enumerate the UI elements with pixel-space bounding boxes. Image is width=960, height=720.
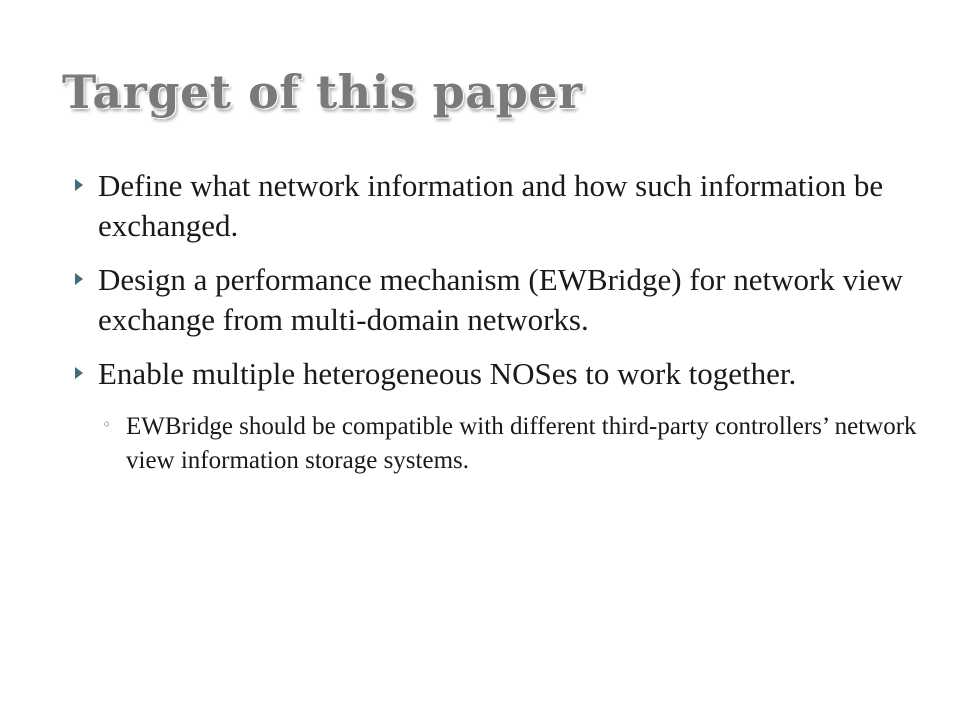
sub-bullet-list: ◦ EWBridge should be compatible with dif…: [98, 410, 920, 478]
bullet-item: Define what network information and how …: [70, 166, 920, 246]
sub-bullet-text: EWBridge should be compatible with diffe…: [126, 413, 917, 474]
triangle-right-icon: [75, 179, 83, 191]
bullet-text: Define what network information and how …: [98, 168, 884, 243]
bullet-text: Enable multiple heterogeneous NOSes to w…: [98, 356, 797, 391]
bullet-item: Design a performance mechanism (EWBridge…: [70, 260, 920, 340]
slide-title: Target of this paper: [62, 65, 583, 119]
triangle-right-icon: [75, 367, 83, 379]
ring-bullet-icon: ◦: [102, 415, 112, 434]
bullet-item: Enable multiple heterogeneous NOSes to w…: [70, 354, 920, 478]
sub-bullet-item: ◦ EWBridge should be compatible with dif…: [98, 410, 920, 478]
triangle-right-icon: [75, 273, 83, 285]
bullet-list: Define what network information and how …: [70, 166, 920, 492]
bullet-text: Design a performance mechanism (EWBridge…: [98, 262, 903, 337]
